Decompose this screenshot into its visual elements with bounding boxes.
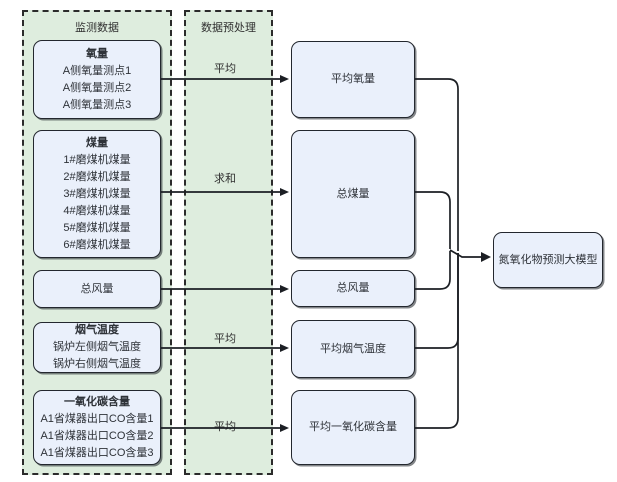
source-line: 锅炉左侧烟气温度 <box>53 341 141 353</box>
output-node-total-coal[interactable]: 总煤量 <box>291 130 415 258</box>
group-title-data-preprocessing: 数据预处理 <box>201 22 256 34</box>
source-line: A侧氧量测点2 <box>62 81 132 94</box>
source-node-total-air[interactable]: 总风量 <box>33 270 161 308</box>
source-line: 6#磨煤机煤量 <box>63 238 131 251</box>
source-line: 4#磨煤机煤量 <box>63 204 131 217</box>
output-node-average-flue-gas-temperature[interactable]: 平均烟气温度 <box>291 320 415 378</box>
source-node-flue-gas-temperature[interactable]: 烟气温度 锅炉左侧烟气温度 锅炉右侧烟气温度 <box>33 322 161 373</box>
source-line: 1#磨煤机煤量 <box>63 153 131 166</box>
arrow-oxygen-to-average-oxygen <box>161 75 289 83</box>
output-title-average-oxygen: 平均氧量 <box>331 73 375 85</box>
source-line: A侧氧量测点3 <box>62 98 132 111</box>
output-title-total-coal: 总煤量 <box>336 187 370 200</box>
source-title-coal: 煤量 <box>86 136 108 149</box>
group-title-monitoring-data: 监测数据 <box>75 22 119 34</box>
edge-label-coal-sum: 求和 <box>214 173 236 185</box>
output-title-average-co-content: 平均一氧化碳含量 <box>309 421 397 433</box>
arrow-co-to-average-co <box>161 424 289 432</box>
source-title-co-content: 一氧化碳含量 <box>64 395 130 408</box>
group-data-preprocessing: 数据预处理 <box>184 10 273 475</box>
arrow-total-air-to-total-air <box>161 285 289 293</box>
source-line: 3#磨煤机煤量 <box>63 187 131 200</box>
source-title-flue-gas-temperature: 烟气温度 <box>75 324 119 336</box>
edge-label-oxygen-average: 平均 <box>214 63 236 75</box>
edge-label-co-average: 平均 <box>214 421 236 433</box>
output-node-average-co-content[interactable]: 平均一氧化碳含量 <box>291 390 415 465</box>
output-node-total-air[interactable]: 总风量 <box>291 270 415 307</box>
model-node-nox-prediction[interactable]: 氮氧化物预测大模型 <box>493 232 603 288</box>
model-title: 氮氧化物预测大模型 <box>498 253 598 266</box>
source-line: A1省煤器出口CO含量3 <box>40 446 154 459</box>
source-title-oxygen: 氧量 <box>86 47 108 60</box>
source-line: 5#磨煤机煤量 <box>63 221 131 234</box>
edge-label-flue-gas-average: 平均 <box>214 333 236 345</box>
merge-bus <box>415 78 491 429</box>
source-node-co-content[interactable]: 一氧化碳含量 A1省煤器出口CO含量1 A1省煤器出口CO含量2 A1省煤器出口… <box>33 390 161 465</box>
arrow-coal-to-total-coal <box>161 188 289 196</box>
source-line: A1省煤器出口CO含量1 <box>40 412 154 425</box>
source-line: 锅炉右侧烟气温度 <box>53 358 141 370</box>
source-line: 2#磨煤机煤量 <box>63 170 131 183</box>
output-node-average-oxygen[interactable]: 平均氧量 <box>291 41 415 118</box>
arrow-flue-gas-to-average-flue-gas <box>161 344 289 352</box>
output-title-total-air: 总风量 <box>336 282 370 294</box>
source-node-coal[interactable]: 煤量 1#磨煤机煤量 2#磨煤机煤量 3#磨煤机煤量 4#磨煤机煤量 5#磨煤机… <box>33 130 161 258</box>
source-node-oxygen[interactable]: 氧量 A侧氧量测点1 A侧氧量测点2 A侧氧量测点3 <box>33 40 161 119</box>
source-line: A1省煤器出口CO含量2 <box>40 429 154 442</box>
source-title-total-air: 总风量 <box>80 282 114 295</box>
output-title-average-flue-gas-temperature: 平均烟气温度 <box>320 342 386 355</box>
source-line: A侧氧量测点1 <box>62 64 132 77</box>
